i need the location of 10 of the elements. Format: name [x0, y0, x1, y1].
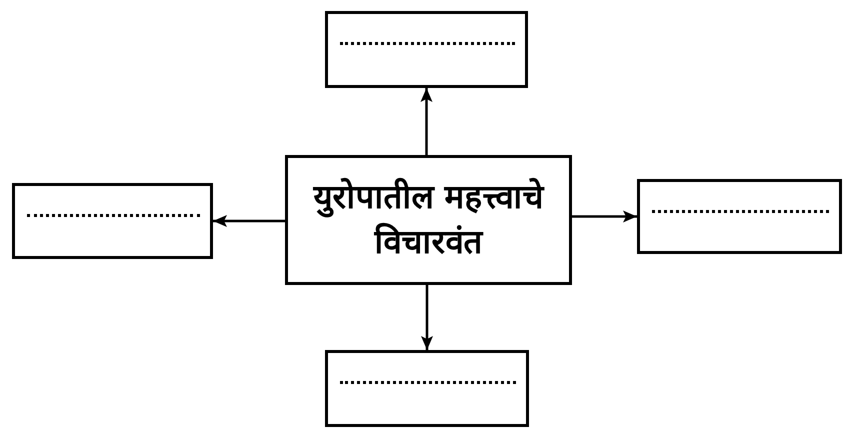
arrow: [572, 210, 637, 222]
title-box: [285, 155, 572, 285]
arrow: [213, 215, 285, 227]
empty-box: [12, 183, 213, 259]
empty-box: [325, 350, 529, 427]
node-text: युरोपातील महत्त्वाचे विचारवंत: [312, 176, 546, 263]
arrow: [420, 88, 432, 155]
arrow: [421, 285, 433, 350]
empty-box: [325, 11, 528, 88]
empty-box: [637, 179, 842, 254]
